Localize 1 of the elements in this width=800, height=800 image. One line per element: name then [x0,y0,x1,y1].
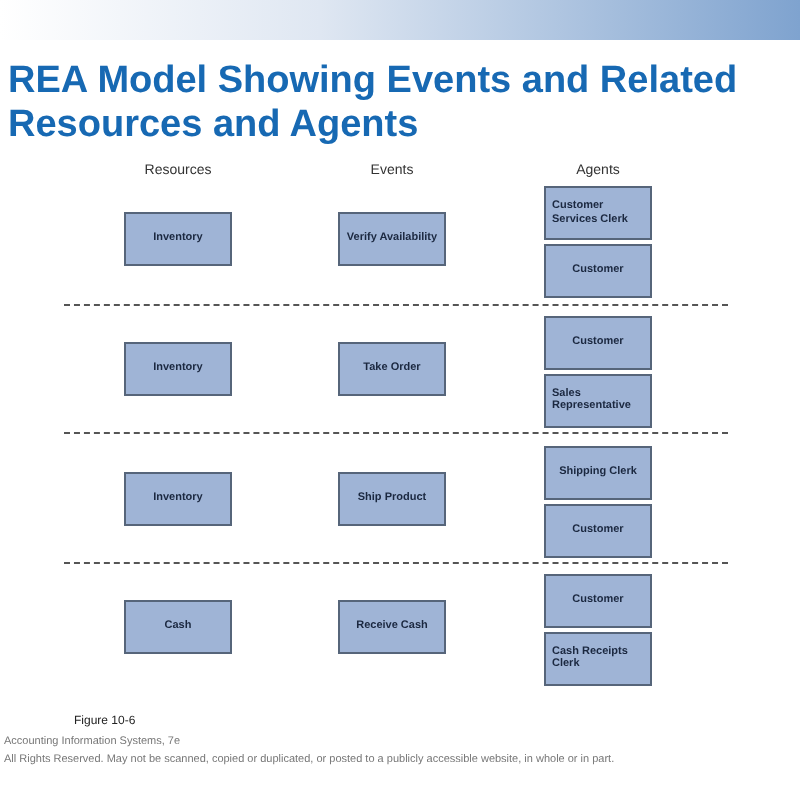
title: REA Model Showing Events and Related Resources and Agents [8,60,740,148]
